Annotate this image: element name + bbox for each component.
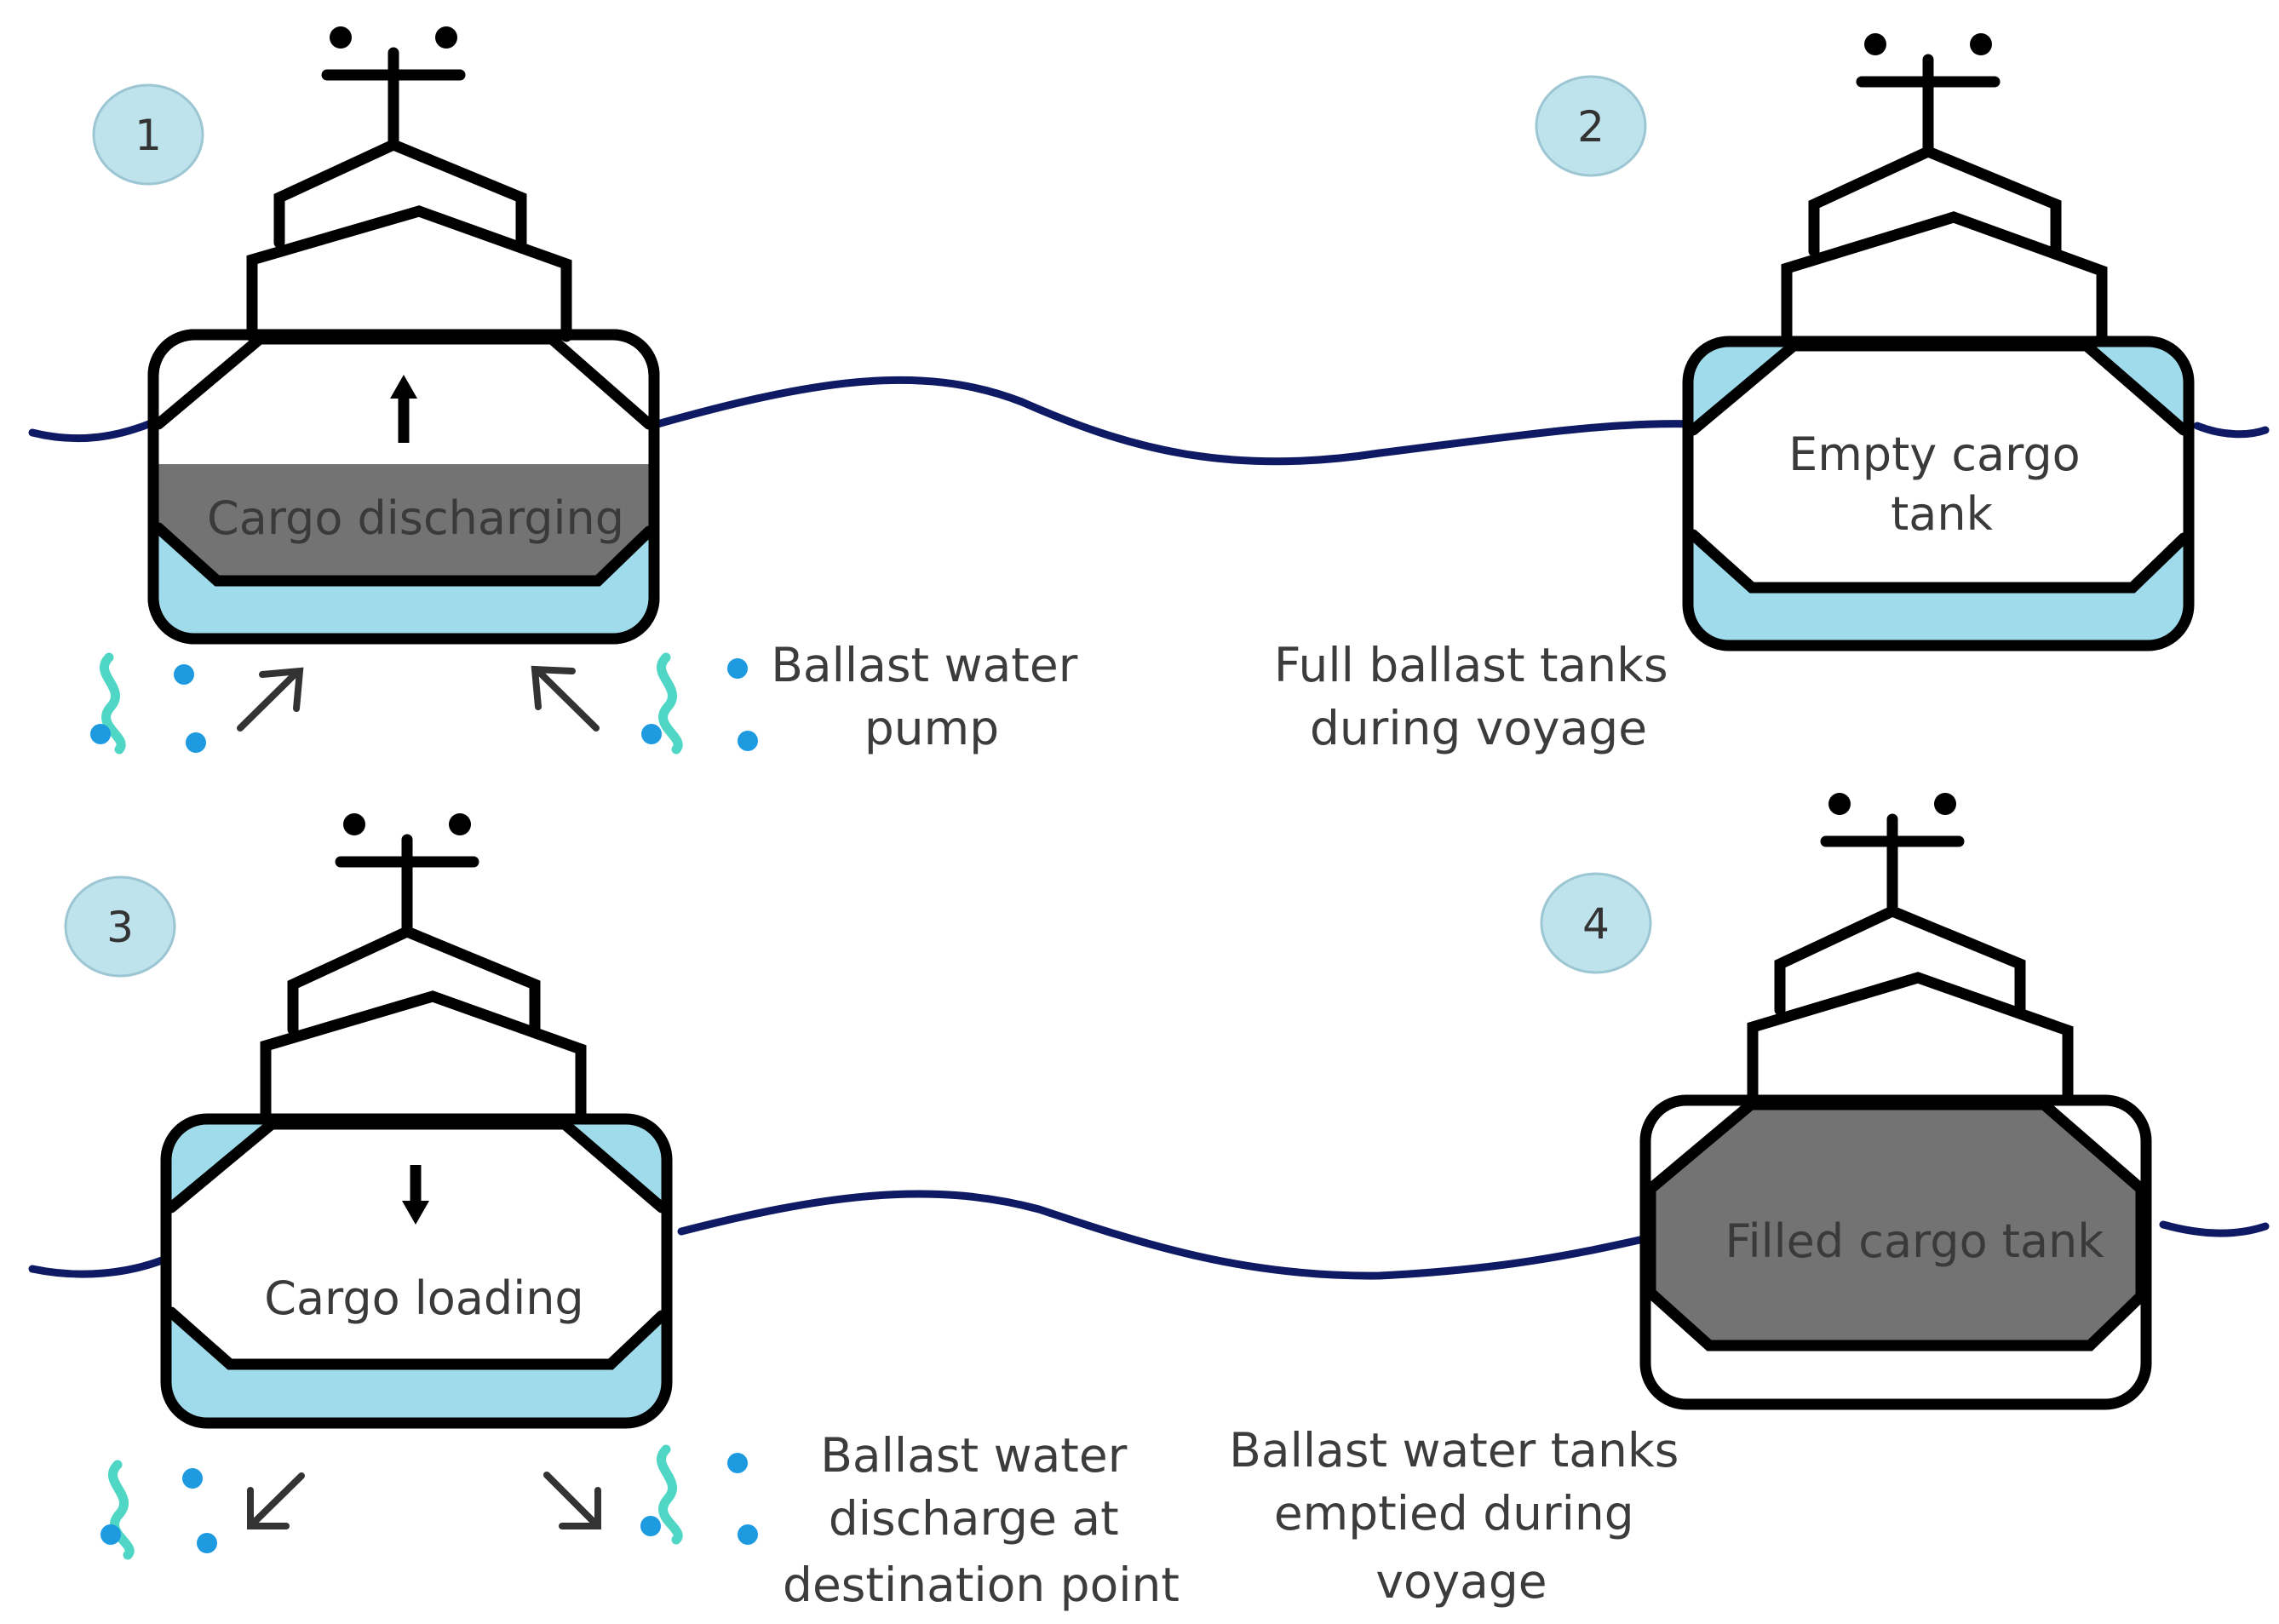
step-badge-3: 3	[64, 875, 176, 978]
mast-light-icon	[1864, 33, 1886, 55]
arrow-diagonal-out-icon	[543, 1472, 601, 1529]
ship-3: Cargo loading	[160, 813, 673, 1429]
caption-1: Ballast water pump	[771, 638, 1093, 755]
water-squiggle-icon	[100, 1460, 217, 1560]
arrow-diagonal-in-icon	[237, 667, 304, 732]
svg-text:3: 3	[106, 903, 134, 952]
caption-4: Ballast water tanks emptied during voyag…	[1229, 1423, 1694, 1609]
water-squiggle-icon	[640, 1444, 758, 1545]
arrow-diagonal-in-icon	[531, 665, 600, 732]
mast-light-icon	[1934, 793, 1956, 815]
step-badge-1: 1	[92, 83, 204, 186]
tank-label-3: Cargo loading	[264, 1271, 583, 1325]
water-squiggle-icon	[641, 652, 758, 755]
caption-2: Full ballast tanks during voyage	[1274, 638, 1683, 755]
arrow-diagonal-out-icon	[247, 1472, 305, 1529]
ship-1: Cargo discharging	[147, 26, 660, 645]
arrow-up-icon	[390, 375, 417, 443]
mast-light-icon	[1970, 33, 1992, 55]
water-squiggle-icon	[90, 652, 206, 755]
sea-line-bottom	[28, 1190, 2270, 1280]
mast-light-icon	[449, 813, 471, 835]
caption-3: Ballast water discharge at destination p…	[783, 1428, 1180, 1612]
arrow-down-icon	[402, 1165, 429, 1225]
tank-label-1: Cargo discharging	[207, 491, 624, 545]
step-badge-4: 4	[1540, 872, 1652, 974]
mast-light-icon	[330, 26, 352, 49]
svg-text:4: 4	[1582, 899, 1610, 949]
sea-line-top	[28, 376, 2270, 466]
tank-label-4: Filled cargo tank	[1725, 1214, 2104, 1268]
mast-light-icon	[1828, 793, 1851, 815]
step-badge-2: 2	[1535, 75, 1647, 177]
mast-light-icon	[435, 26, 457, 49]
ship-2: Empty cargo tank	[1682, 33, 2195, 651]
tank-label-2: Empty cargo tank	[1788, 428, 2095, 541]
ship-4: Filled cargo tank	[1639, 793, 2152, 1410]
svg-text:1: 1	[135, 111, 162, 160]
svg-text:2: 2	[1577, 102, 1604, 152]
mast-light-icon	[343, 813, 365, 835]
